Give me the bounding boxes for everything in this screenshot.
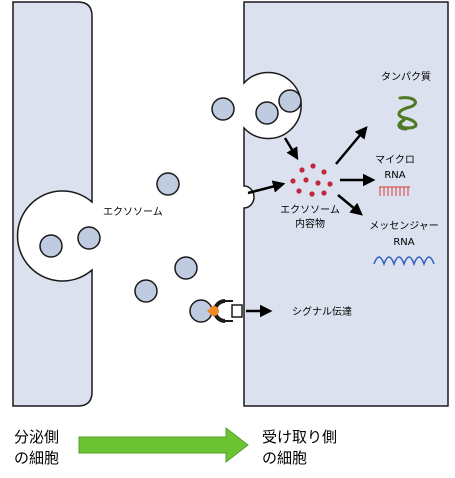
target-cell-label-line1: 受け取り側 xyxy=(262,428,337,446)
microrna-label-line1: マイクロ xyxy=(375,154,415,166)
vesicle xyxy=(255,101,279,125)
target-cell-label-line2: の細胞 xyxy=(262,449,307,467)
arrow-fusion-to-contents xyxy=(247,180,286,195)
vesicle xyxy=(156,172,180,196)
arrows xyxy=(246,126,376,318)
arrow-to-messenger-rna xyxy=(337,194,363,216)
microrna-icon xyxy=(379,186,410,196)
signal-label: シグナル伝達 xyxy=(292,305,352,318)
microrna-label-line2: RNA xyxy=(384,170,405,181)
messenger-rna-label-line2: RNA xyxy=(393,237,414,248)
contents-label-line2: 内容物 xyxy=(295,217,325,230)
arrow-pocket-to-contents xyxy=(283,137,299,161)
green-arrow xyxy=(78,426,249,464)
protein-label: タンパク質 xyxy=(381,70,431,83)
protein-icon xyxy=(397,96,418,131)
vesicle xyxy=(174,256,198,280)
arrow-to-protein xyxy=(335,126,368,165)
vesicle xyxy=(278,89,302,113)
vesicle xyxy=(134,279,158,303)
secreting-cell xyxy=(12,1,93,407)
vesicle xyxy=(77,226,101,250)
messenger-rna-icon xyxy=(373,256,435,267)
contents-dots xyxy=(290,163,333,197)
vesicle xyxy=(39,234,63,258)
messenger-rna-label-line1: メッセンジャー xyxy=(369,220,439,232)
receiving-cell xyxy=(243,1,449,407)
vesicle xyxy=(211,97,235,121)
source-cell-label-line2: の細胞 xyxy=(14,449,59,467)
exosome-label: エクソソーム xyxy=(103,206,163,218)
source-cell-label-line1: 分泌側 xyxy=(14,428,59,446)
contents-label-line1: エクソソーム xyxy=(280,204,340,216)
receptor-ligand xyxy=(207,299,243,323)
